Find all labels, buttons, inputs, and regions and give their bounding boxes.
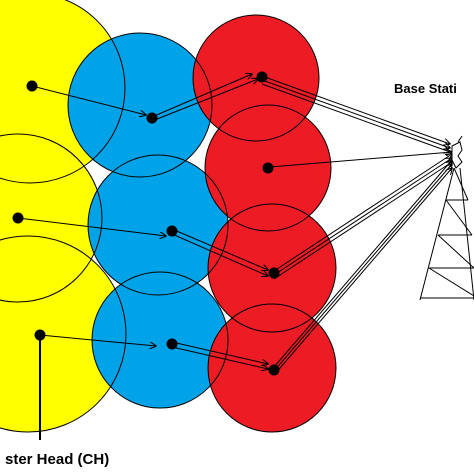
cluster-circles <box>0 0 336 432</box>
cluster-head-node <box>26 80 38 92</box>
lattice-tower-icon <box>419 135 474 301</box>
cluster-head-node <box>256 71 268 83</box>
cluster-head-node <box>268 364 280 376</box>
cluster-circle-blue-2 <box>88 155 228 295</box>
cluster-circle-blue-1 <box>68 33 212 177</box>
cluster-head-node <box>166 338 178 350</box>
cluster-head-node <box>166 225 178 237</box>
cluster-head-node <box>34 329 46 341</box>
base-station-label: Base Stati <box>394 81 457 96</box>
cluster-head-node <box>262 162 274 174</box>
routing-arrows <box>17 74 452 376</box>
cluster-circle-yellow-3 <box>0 236 126 432</box>
cluster-head-node <box>268 267 280 279</box>
cluster-head-node <box>12 212 24 224</box>
cluster-head-nodes <box>12 71 280 376</box>
cluster-head-node <box>146 112 158 124</box>
cluster-head-label: ster Head (CH) <box>5 451 109 468</box>
cluster-circle-blue-3 <box>92 272 228 408</box>
cluster-outlines <box>0 0 337 433</box>
